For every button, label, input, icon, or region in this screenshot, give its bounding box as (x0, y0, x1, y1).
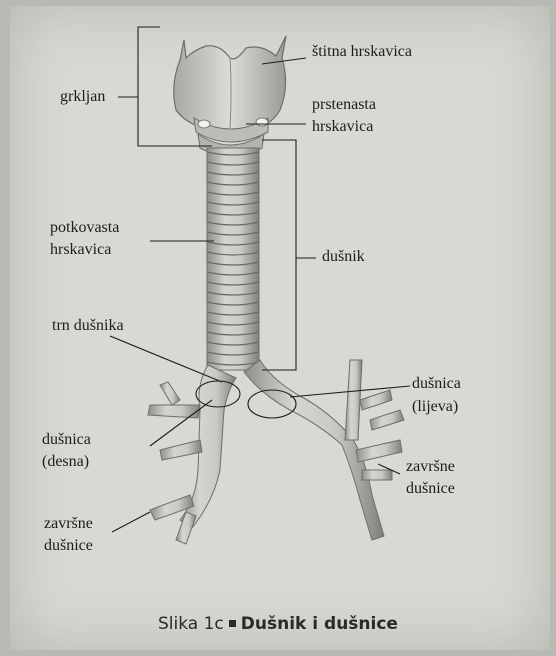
label-dusnica-desna-line2: (desna) (42, 452, 89, 471)
label-potkovasta-line2: hrskavica (50, 240, 111, 259)
label-dusnica-lijeva-line1: dušnica (412, 374, 461, 393)
caption-prefix: Slika 1c (158, 614, 224, 634)
label-zavrsne-left-line2: dušnice (44, 536, 93, 555)
label-dusnica-desna-line1: dušnica (42, 430, 91, 449)
label-stitna-hrskavica: štitna hrskavica (312, 42, 412, 61)
label-zavrsne-left-line1: završne (44, 514, 93, 533)
label-zavrsne-right-line2: dušnice (406, 479, 455, 498)
label-trn-dusnika: trn dušnika (52, 316, 124, 335)
label-dusnica-lijeva-line2: (lijeva) (412, 397, 458, 416)
label-potkovasta-line1: potkovasta (50, 218, 119, 237)
figure-caption: Slika 1c Dušnik i dušnice (0, 614, 556, 634)
bronchi (148, 360, 404, 544)
label-prstenasta-line1: prstenasta (312, 95, 376, 114)
label-prstenasta-line2: hrskavica (312, 117, 373, 136)
caption-square-bullet (229, 620, 236, 627)
caption-title: Dušnik i dušnice (241, 614, 398, 634)
label-dusnik: dušnik (322, 247, 365, 266)
label-grkljan: grkljan (60, 87, 105, 106)
trachea-tube (207, 148, 259, 370)
thyroid-cartilage (174, 36, 286, 132)
label-zavrsne-right-line1: završne (406, 457, 455, 476)
